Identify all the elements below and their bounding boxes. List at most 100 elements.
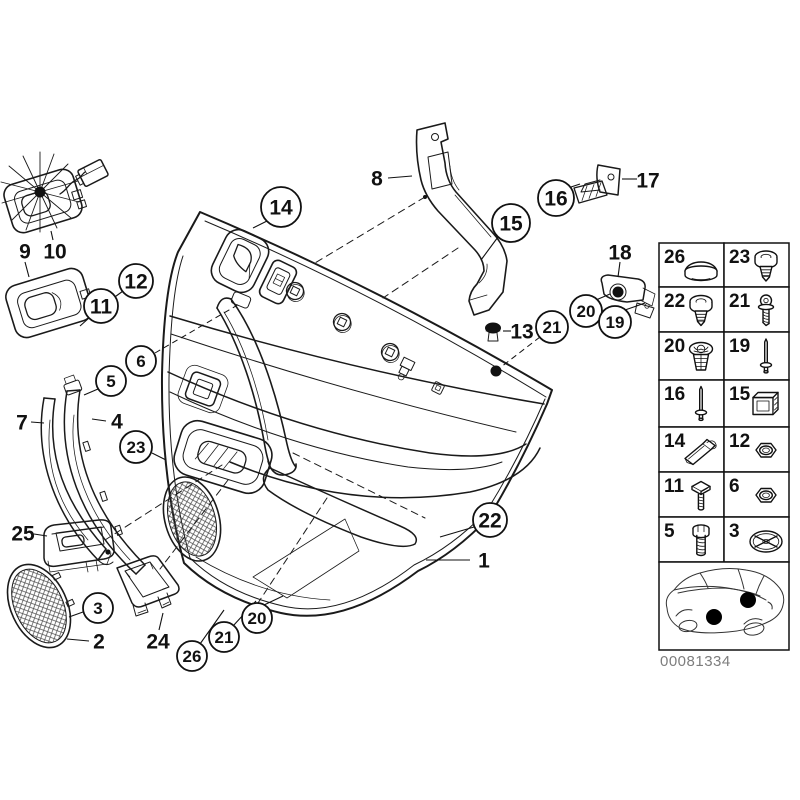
- part-label-4: 4: [91, 411, 123, 434]
- harness-connector: [75, 159, 109, 187]
- callout-11: 11: [79, 288, 119, 327]
- pull-pocket-drawing: [116, 555, 180, 617]
- svg-text:23: 23: [127, 438, 146, 457]
- pin-rivet-icon: [759, 338, 773, 374]
- svg-text:12: 12: [729, 431, 750, 452]
- svg-text:20: 20: [577, 302, 596, 321]
- callout-12: 12: [96, 263, 154, 311]
- table-cell-11: 11: [658, 471, 725, 518]
- trim-strip-7-drawing: [40, 397, 114, 566]
- callout-15: 15: [480, 203, 531, 261]
- hex-nut-icon: [755, 442, 777, 458]
- storage-tray-drawing: [43, 519, 115, 573]
- svg-text:12: 12: [124, 271, 147, 294]
- part-label-1: 1: [426, 550, 490, 573]
- svg-text:9: 9: [19, 241, 31, 264]
- svg-text:13: 13: [510, 321, 533, 344]
- callout-14: 14: [252, 186, 302, 229]
- part-label-24: 24: [146, 612, 170, 654]
- svg-text:4: 4: [111, 411, 123, 434]
- expanding-clip-icon: [754, 250, 778, 282]
- spoked-ring-icon: [749, 530, 783, 553]
- table-cell-16: 16: [658, 379, 725, 428]
- svg-text:5: 5: [664, 521, 675, 542]
- svg-text:2: 2: [93, 631, 105, 654]
- block-clip-icon: [752, 391, 779, 416]
- svg-text:3: 3: [729, 521, 740, 542]
- construction-lines: [104, 196, 459, 604]
- line-artwork: [0, 122, 656, 649]
- table-cell-23: 23: [723, 242, 790, 288]
- rail-switch-bezel: [258, 259, 298, 305]
- screw-boss: [285, 281, 305, 302]
- part-label-25: 25: [11, 523, 48, 546]
- svg-text:26: 26: [183, 647, 202, 666]
- trim-strip-4-drawing: [63, 374, 146, 575]
- callout-16: 16: [537, 179, 581, 217]
- screw-icon: [757, 294, 775, 327]
- callout-3: 3: [68, 592, 114, 624]
- bracket-17-drawing: [573, 164, 621, 204]
- svg-text:15: 15: [499, 213, 523, 236]
- screw-boss: [332, 312, 352, 333]
- rear-door-location-marker: [740, 592, 756, 608]
- plug-cap-icon: [684, 261, 718, 282]
- svg-text:26: 26: [664, 247, 685, 268]
- svg-text:23: 23: [729, 247, 750, 268]
- svg-text:16: 16: [544, 188, 567, 211]
- grommet-13-drawing: [485, 322, 501, 342]
- pin-rivet-icon: [694, 385, 708, 422]
- speaker-grille-drawing: [6, 563, 75, 649]
- svg-text:3: 3: [93, 599, 102, 618]
- clip-tower: [397, 356, 416, 381]
- svg-text:22: 22: [478, 510, 501, 533]
- hex-nut-icon: [755, 487, 777, 503]
- part-label-8: 8: [371, 168, 413, 191]
- callout-21: 21: [500, 310, 569, 368]
- callout-21: 21: [208, 600, 257, 653]
- pull-pocket-recess: [173, 419, 273, 495]
- svg-text:5: 5: [106, 372, 115, 391]
- svg-text:8: 8: [371, 168, 383, 191]
- svg-text:16: 16: [664, 384, 685, 405]
- part-label-10: 10: [43, 230, 67, 264]
- part-label-17: 17: [622, 170, 660, 193]
- expanding-clip-icon: [689, 294, 713, 327]
- svg-text:24: 24: [146, 631, 170, 654]
- illuminated-handle-drawing: [0, 151, 109, 234]
- svg-text:21: 21: [215, 628, 234, 647]
- table-cell-15: 15: [723, 379, 790, 428]
- svg-text:20: 20: [248, 609, 267, 628]
- table-cell-12: 12: [723, 426, 790, 473]
- callout-23: 23: [119, 430, 167, 464]
- square-bolt-icon: [691, 480, 711, 511]
- screw-boss: [380, 342, 400, 363]
- part-label-9: 9: [19, 241, 31, 278]
- table-cell-19: 19: [723, 331, 790, 381]
- table-cell-20: 20: [658, 331, 725, 381]
- svg-text:7: 7: [16, 412, 28, 435]
- svg-text:21: 21: [543, 318, 562, 337]
- window-frame-bracket-drawing: [415, 122, 508, 316]
- callout-20: 20: [569, 293, 611, 328]
- table-cell-14: 14: [658, 426, 725, 473]
- callout-22: 22: [439, 502, 508, 538]
- drawing-number: 00081334: [660, 653, 731, 670]
- panel-speaker-grille: [162, 476, 222, 562]
- panel-screw-21: [490, 365, 502, 377]
- callout-5: 5: [83, 365, 127, 397]
- part-label-2: 2: [66, 631, 105, 654]
- part-label-7: 7: [16, 412, 45, 435]
- table-cell-22: 22: [658, 286, 725, 333]
- table-cell-3: 3: [723, 516, 790, 563]
- svg-text:14: 14: [269, 197, 293, 220]
- svg-text:17: 17: [636, 170, 659, 193]
- handle-cutout: [210, 228, 270, 294]
- car-locator-cell: [658, 561, 790, 651]
- svg-text:21: 21: [729, 291, 751, 312]
- table-cell-21: 21: [723, 286, 790, 333]
- svg-text:14: 14: [664, 431, 686, 452]
